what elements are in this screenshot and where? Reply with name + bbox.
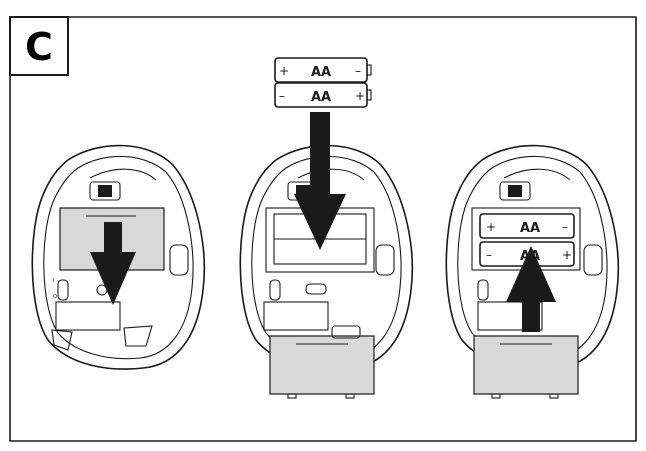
battery-top: + AA – — [274, 57, 372, 83]
svg-text:AA: AA — [311, 65, 331, 80]
svg-text:–: – — [486, 248, 492, 262]
svg-text:AA: AA — [520, 221, 540, 236]
panel-replace-cover: + AA – – AA + — [445, 144, 620, 399]
svg-text:+: + — [355, 89, 365, 103]
battery-cover — [473, 335, 579, 395]
svg-text:–: – — [355, 64, 361, 78]
svg-text:+: + — [486, 220, 496, 234]
battery-bottom: – AA + — [274, 82, 372, 108]
panel-remove-cover: I O — [31, 144, 206, 370]
switch-off-mark: O — [53, 294, 57, 300]
svg-text:+: + — [562, 248, 572, 262]
step-label: C — [25, 25, 53, 69]
arrow-up — [506, 246, 556, 332]
svg-text:–: – — [562, 220, 568, 234]
installed-battery-1: + AA – — [479, 213, 575, 239]
svg-text:+: + — [279, 64, 289, 78]
panel-insert-batteries — [239, 112, 414, 399]
arrow-down — [90, 222, 136, 305]
arrow-down — [294, 112, 346, 250]
switch-on-mark: I — [53, 278, 54, 284]
svg-text:–: – — [279, 89, 285, 103]
battery-cover — [269, 335, 375, 395]
svg-text:AA: AA — [311, 90, 331, 105]
figure-frame — [9, 16, 637, 442]
step-label-box — [9, 16, 69, 76]
